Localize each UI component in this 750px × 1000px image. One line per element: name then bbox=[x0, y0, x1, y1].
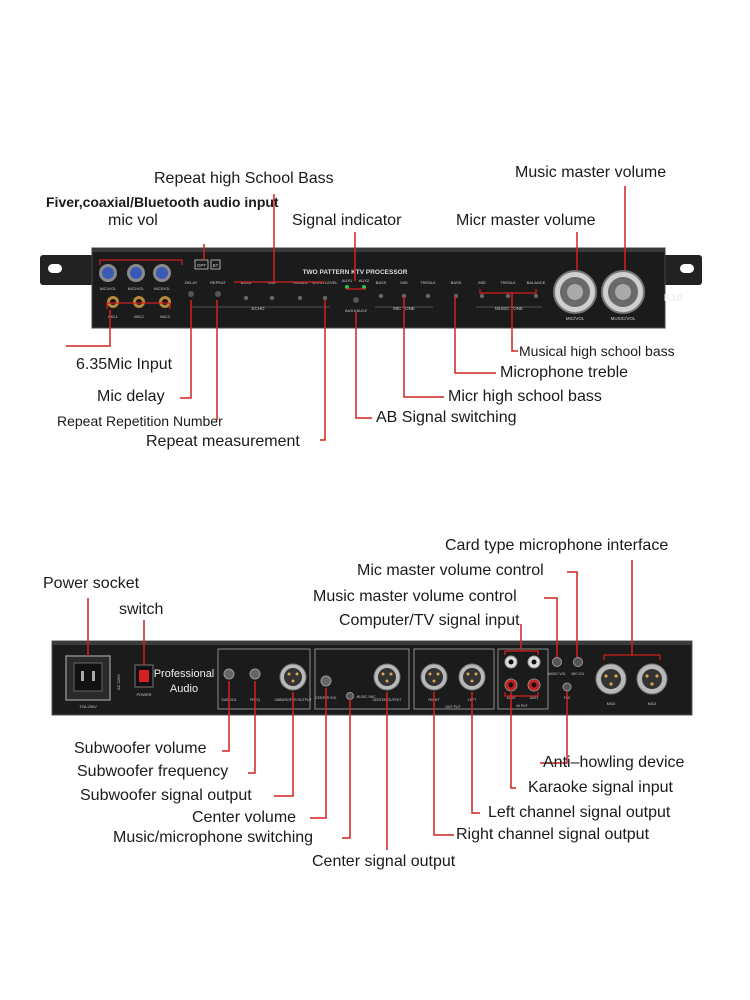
bt-badge: BT bbox=[213, 263, 219, 268]
power-socket[interactable]: T2A 250V bbox=[65, 655, 111, 709]
mic-master-knob[interactable]: MIC/VOL bbox=[553, 270, 597, 321]
callout-repeat-high-school-bass: Repeat high School Bass bbox=[154, 170, 334, 187]
svg-text:AUX2: AUX2 bbox=[359, 278, 370, 283]
svg-text:MIC2/VOL: MIC2/VOL bbox=[128, 287, 144, 291]
callout-subwoofer-signal-output: Subwoofer signal output bbox=[80, 787, 252, 804]
svg-text:T2A 250V: T2A 250V bbox=[79, 704, 97, 709]
callout-karaoke-input: Karaoke signal input bbox=[528, 779, 673, 796]
brand-line-1: Professional bbox=[154, 668, 215, 680]
svg-text:DELAY: DELAY bbox=[185, 280, 198, 285]
front-leader-lines bbox=[66, 186, 626, 441]
callout-mic-input: 6.35Mic Input bbox=[76, 356, 173, 373]
callout-ab-signal-switching: AB Signal switching bbox=[376, 409, 517, 426]
rear-panel-illustration: T2A 250V AC 220V POWER Professional Audi… bbox=[51, 560, 693, 850]
ac-label: AC 220V bbox=[116, 674, 121, 690]
echo-group-label: ECHO bbox=[251, 306, 265, 311]
callout-mic-vol: mic vol bbox=[108, 212, 158, 229]
callout-microphone-treble: Microphone treble bbox=[500, 364, 629, 381]
callout-card-type-mic: Card type microphone interface bbox=[445, 537, 669, 554]
callout-musical-high-school-bass: Musical high school bass bbox=[519, 343, 675, 359]
svg-text:AUX1: AUX1 bbox=[530, 696, 539, 700]
svg-text:MIC5: MIC5 bbox=[607, 702, 616, 706]
callout-subwoofer-frequency: Subwoofer frequency bbox=[77, 763, 229, 780]
svg-text:TREBLE: TREBLE bbox=[420, 280, 436, 285]
svg-text:BALANCE: BALANCE bbox=[527, 280, 546, 285]
svg-text:MIC2: MIC2 bbox=[134, 314, 144, 319]
opt-badge: OPT bbox=[197, 263, 207, 268]
callout-music-master-volume: Music master volume bbox=[515, 164, 667, 181]
svg-text:BASS: BASS bbox=[376, 280, 387, 285]
callout-anti-howling: Anti–howling device bbox=[543, 754, 685, 771]
svg-text:TREBLE: TREBLE bbox=[500, 280, 516, 285]
svg-text:AUX1/AUX2: AUX1/AUX2 bbox=[345, 308, 368, 313]
svg-text:REPEAT: REPEAT bbox=[210, 280, 226, 285]
aux-switch[interactable] bbox=[353, 297, 359, 303]
svg-text:BASS: BASS bbox=[451, 280, 462, 285]
model-label: K10 bbox=[664, 293, 683, 304]
svg-text:MID: MID bbox=[400, 280, 407, 285]
svg-text:MID: MID bbox=[478, 280, 485, 285]
rear-mic-vol-knob[interactable]: MIC VOL bbox=[571, 657, 585, 677]
mic-tone-group[interactable]: BASS MID TREBLE bbox=[376, 280, 436, 299]
mic5-xlr[interactable]: MIC5 bbox=[595, 663, 627, 706]
callout-micr-high-school-bass: Micr high school bass bbox=[448, 388, 602, 405]
svg-text:MUSIC / MIC: MUSIC / MIC bbox=[357, 695, 376, 699]
svg-text:MUSIC VOL: MUSIC VOL bbox=[548, 672, 566, 676]
svg-text:AUX1: AUX1 bbox=[342, 278, 353, 283]
svg-text:IN PUT: IN PUT bbox=[516, 704, 527, 708]
callout-left-output: Left channel signal output bbox=[488, 804, 671, 821]
brand-line-2: Audio bbox=[170, 683, 198, 695]
callout-music-mic-switching: Music/microphone switching bbox=[113, 829, 314, 846]
callout-mic-delay: Mic delay bbox=[97, 388, 165, 405]
mic4-xlr[interactable]: MIC4 bbox=[636, 663, 668, 706]
callout-mic-master-volume-control: Mic master volume control bbox=[357, 562, 544, 579]
callout-repeat-measurement: Repeat measurement bbox=[146, 433, 300, 450]
callout-music-master-volume-control: Music master volume control bbox=[313, 588, 517, 605]
callout-center-signal-output: Center signal output bbox=[312, 853, 456, 870]
callout-micr-master-volume: Micr master volume bbox=[456, 212, 596, 229]
callout-power-socket: Power socket bbox=[43, 575, 140, 592]
mic-vol-knob-3[interactable]: MIC3/VOL bbox=[153, 264, 171, 291]
callout-switch: switch bbox=[119, 601, 164, 618]
svg-text:MUSIC/VOL: MUSIC/VOL bbox=[611, 316, 636, 321]
svg-text:MIC4: MIC4 bbox=[648, 702, 657, 706]
music-master-knob[interactable]: MUSIC/VOL bbox=[601, 270, 645, 321]
aux1-led bbox=[345, 285, 349, 289]
repeat-knob[interactable] bbox=[215, 291, 221, 297]
callout-subwoofer-volume: Subwoofer volume bbox=[74, 740, 207, 757]
front-panel-illustration: TWO PATTERN KTV PROCESSOR OPT BT MIC1/VO… bbox=[40, 186, 702, 441]
callout-signal-indicator: Signal indicator bbox=[292, 212, 402, 229]
svg-text:MIC3: MIC3 bbox=[160, 314, 170, 319]
svg-text:MUSIC TONE: MUSIC TONE bbox=[495, 306, 523, 311]
svg-text:MIC VOL: MIC VOL bbox=[571, 672, 584, 676]
svg-text:MIC3/VOL: MIC3/VOL bbox=[154, 287, 170, 291]
rear-leader-lines bbox=[87, 560, 633, 850]
svg-text:OUT PUT: OUT PUT bbox=[445, 705, 462, 709]
svg-text:MIC1/VOL: MIC1/VOL bbox=[100, 287, 116, 291]
callout-audio-input: Fiver,coaxial/Bluetooth audio input bbox=[46, 194, 279, 210]
aux2-led bbox=[362, 285, 366, 289]
callout-computer-tv-input: Computer/TV signal input bbox=[339, 612, 520, 629]
rear-music-vol-knob[interactable]: MUSIC VOL bbox=[548, 657, 566, 677]
callout-repeat-repetition-number: Repeat Repetition Number bbox=[57, 413, 223, 429]
mic-vol-knob-1[interactable]: MIC1/VOL bbox=[99, 264, 117, 291]
power-switch[interactable]: POWER bbox=[134, 664, 154, 697]
delay-knob[interactable] bbox=[188, 291, 194, 297]
svg-text:POWER: POWER bbox=[136, 692, 151, 697]
svg-text:MIC1: MIC1 bbox=[108, 314, 118, 319]
music-tone-group[interactable]: BASS MID TREBLE BALANCE bbox=[451, 280, 546, 299]
callout-center-volume: Center volume bbox=[192, 809, 297, 826]
mic-vol-knob-2[interactable]: MIC2/VOL bbox=[127, 264, 145, 291]
svg-text:MIC/VOL: MIC/VOL bbox=[566, 316, 585, 321]
callout-right-output: Right channel signal output bbox=[456, 826, 650, 843]
svg-text:ECHO LEVEL: ECHO LEVEL bbox=[312, 280, 338, 285]
rear-chassis bbox=[51, 640, 693, 716]
